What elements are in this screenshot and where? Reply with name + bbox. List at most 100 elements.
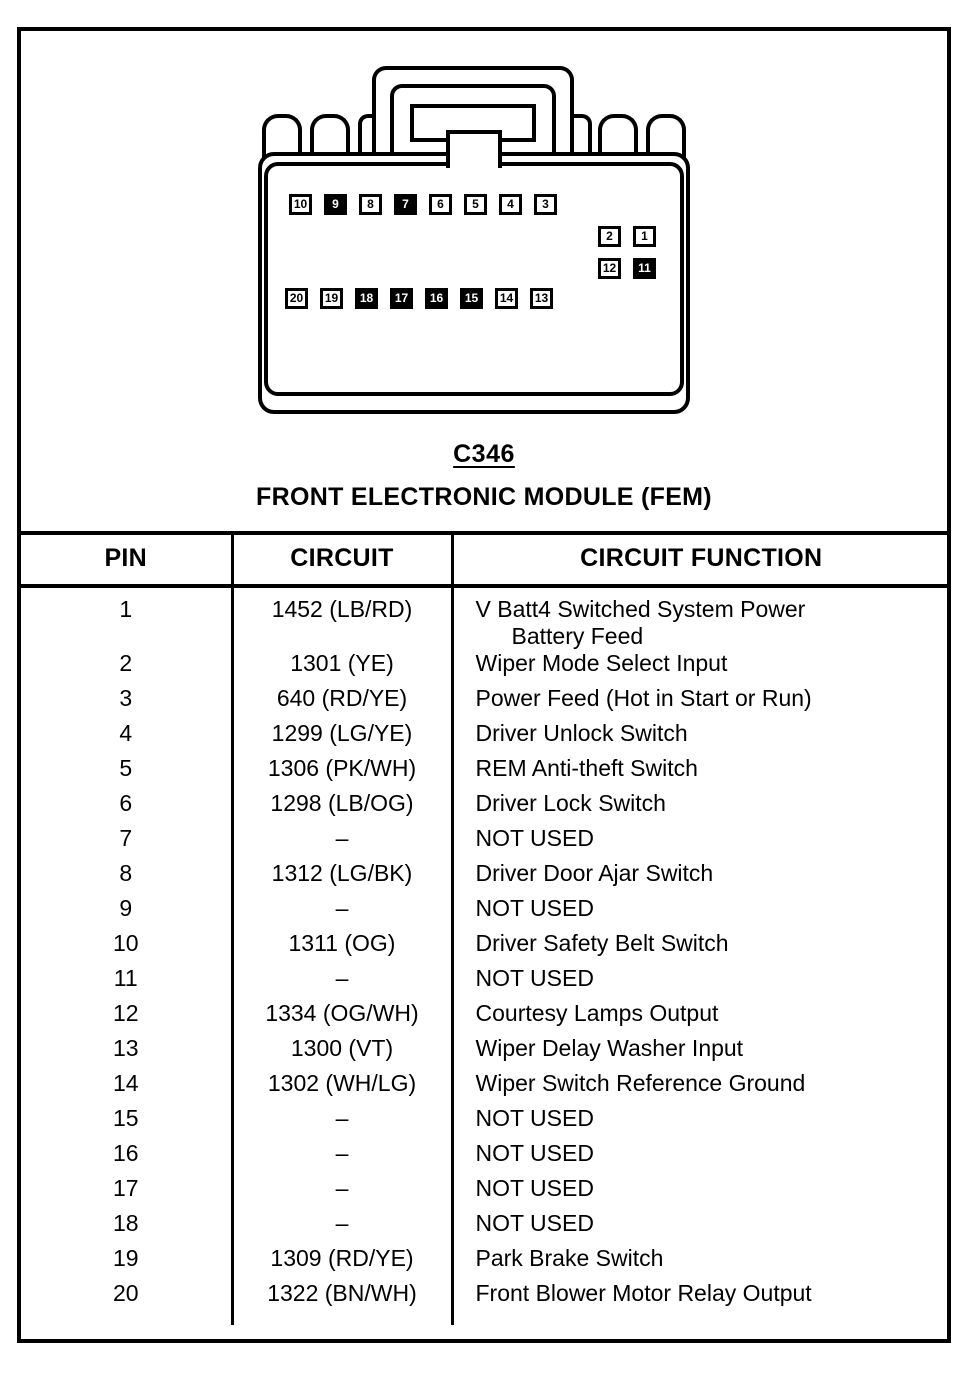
cell-circuit: 1302 (WH/LG) <box>230 1070 454 1105</box>
table-row: 4 1299 (LG/YE) Driver Unlock Switch <box>21 720 949 755</box>
cell-circuit-function: NOT USED <box>475 1175 594 1201</box>
cell-pin: 13 <box>112 1035 139 1061</box>
table-row: 2 1301 (YE) Wiper Mode Select Input <box>21 650 949 685</box>
pin-cavity-12: 12 <box>598 258 621 279</box>
cell-pin: 17 <box>112 1175 139 1201</box>
column-header-circuit: CIRCUIT <box>230 531 454 588</box>
pin-cavity-2: 2 <box>598 226 621 247</box>
pin-cavity-1: 1 <box>633 226 656 247</box>
connector-name: FRONT ELECTRONIC MODULE (FEM) <box>256 483 712 511</box>
column-header-circuit-function: CIRCUIT FUNCTION <box>452 531 949 588</box>
pin-cavity-18: 18 <box>355 288 378 309</box>
pin-cavity-13: 13 <box>530 288 553 309</box>
cell-circuit: 1299 (LG/YE) <box>230 720 454 755</box>
table-row: 1 1452 (LB/RD)V Batt4 Switched System Pow… <box>21 586 949 650</box>
pin-cavity-16: 16 <box>425 288 448 309</box>
cell-pin: 10 <box>112 930 139 956</box>
table-row: 19 1309 (RD/YE) Park Brake Switch <box>21 1245 949 1280</box>
cell-pin: 18 <box>112 1210 139 1236</box>
cell-circuit: 1312 (LG/BK) <box>230 860 454 895</box>
cell-circuit-function-line2: Battery Feed <box>511 623 644 649</box>
cell-circuit-function: Driver Door Ajar Switch <box>475 860 714 886</box>
table-row: 10 1311 (OG) Driver Safety Belt Switch <box>21 930 949 965</box>
table-header-row: PIN CIRCUIT CIRCUIT FUNCTION <box>21 531 949 588</box>
cell-circuit-function: NOT USED <box>475 1140 594 1166</box>
pin-cavity-3: 3 <box>534 194 557 215</box>
cell-circuit: – <box>230 965 454 1000</box>
cell-pin: 1 <box>119 596 133 622</box>
pin-cavity-7: 7 <box>394 194 417 215</box>
table-row: 8 1312 (LG/BK) Driver Door Ajar Switch <box>21 860 949 895</box>
cell-circuit-function: Park Brake Switch <box>475 1245 664 1271</box>
cell-circuit: – <box>230 1105 454 1140</box>
pin-cavity-11: 11 <box>633 258 656 279</box>
pin-cavity-17: 17 <box>390 288 413 309</box>
cell-pin: 14 <box>112 1070 139 1096</box>
cell-circuit: 1309 (RD/YE) <box>230 1245 454 1280</box>
pin-cavity-15: 15 <box>460 288 483 309</box>
cell-circuit-function: Front Blower Motor Relay Output <box>475 1280 812 1306</box>
table-row: 18 –NOT USED <box>21 1210 949 1245</box>
pin-cavity-19: 19 <box>320 288 343 309</box>
table-row: 16–NOT USED <box>21 1140 949 1175</box>
cell-circuit: 1452 (LB/RD) <box>230 586 454 650</box>
cell-circuit: 1322 (BN/WH) <box>230 1280 454 1325</box>
table-row: 7 –NOT USED <box>21 825 949 860</box>
cell-pin: 19 <box>112 1245 139 1271</box>
cell-pin: 8 <box>119 860 133 886</box>
cell-circuit: 1334 (OG/WH) <box>230 1000 454 1035</box>
pin-assignment-table: PIN CIRCUIT CIRCUIT FUNCTION 1 1452 (LB/R… <box>21 531 949 1325</box>
connector-id: C346 <box>453 440 515 468</box>
cell-pin: 4 <box>119 720 133 746</box>
cell-circuit: – <box>230 895 454 930</box>
table-row: 14 1302 (WH/LG) Wiper Switch Reference Gro… <box>21 1070 949 1105</box>
cell-circuit-function: NOT USED <box>475 895 594 921</box>
cell-circuit: 1311 (OG) <box>230 930 454 965</box>
cell-circuit-function: Wiper Delay Washer Input <box>475 1035 744 1061</box>
page-border <box>17 27 951 1343</box>
pin-cavity-9: 9 <box>324 194 347 215</box>
cell-circuit-function: NOT USED <box>475 965 594 991</box>
cell-circuit-function: Wiper Mode Select Input <box>475 650 728 676</box>
pin-cavity-10: 10 <box>289 194 312 215</box>
cell-circuit-function: Wiper Switch Reference Ground <box>475 1070 806 1096</box>
pin-cavity-14: 14 <box>495 288 518 309</box>
pin-cavity-8: 8 <box>359 194 382 215</box>
table-row: 5 1306 (PK/WH) REM Anti-theft Switch <box>21 755 949 790</box>
cell-pin: 11 <box>113 965 138 991</box>
cell-circuit-function: REM Anti-theft Switch <box>475 755 698 781</box>
cell-pin: 9 <box>119 895 133 921</box>
cell-circuit: 640 (RD/YE) <box>230 685 454 720</box>
table-row: 15–NOT USED <box>21 1105 949 1140</box>
cell-circuit-function: Courtesy Lamps Output <box>475 1000 719 1026</box>
cell-pin: 16 <box>112 1140 139 1166</box>
pin-table-body: 1 1452 (LB/RD)V Batt4 Switched System Pow… <box>21 586 949 1325</box>
cell-circuit-function: NOT USED <box>475 825 594 851</box>
connector-latch-tab <box>446 130 502 168</box>
cell-circuit-function: Driver Lock Switch <box>475 790 666 816</box>
connector-caption: C346 FRONT ELECTRONIC MODULE (FEM) <box>17 440 951 512</box>
cell-pin: 2 <box>119 650 133 676</box>
cell-circuit-function: Driver Unlock Switch <box>475 720 688 746</box>
cell-pin: 20 <box>112 1280 139 1306</box>
pin-cavity-5: 5 <box>464 194 487 215</box>
cell-circuit: – <box>230 825 454 860</box>
cell-pin: 12 <box>112 1000 139 1026</box>
cell-circuit: – <box>230 1210 454 1245</box>
cell-pin: 7 <box>119 825 133 851</box>
cell-circuit: 1306 (PK/WH) <box>230 755 454 790</box>
cell-pin: 5 <box>119 755 133 781</box>
pin-cavity-4: 4 <box>499 194 522 215</box>
pin-cavity-20: 20 <box>285 288 308 309</box>
cell-circuit-function: Driver Safety Belt Switch <box>475 930 729 956</box>
cell-pin: 3 <box>119 685 133 711</box>
cell-circuit-function: NOT USED <box>475 1210 594 1236</box>
cell-circuit: 1298 (LB/OG) <box>230 790 454 825</box>
cell-circuit: 1301 (YE) <box>230 650 454 685</box>
